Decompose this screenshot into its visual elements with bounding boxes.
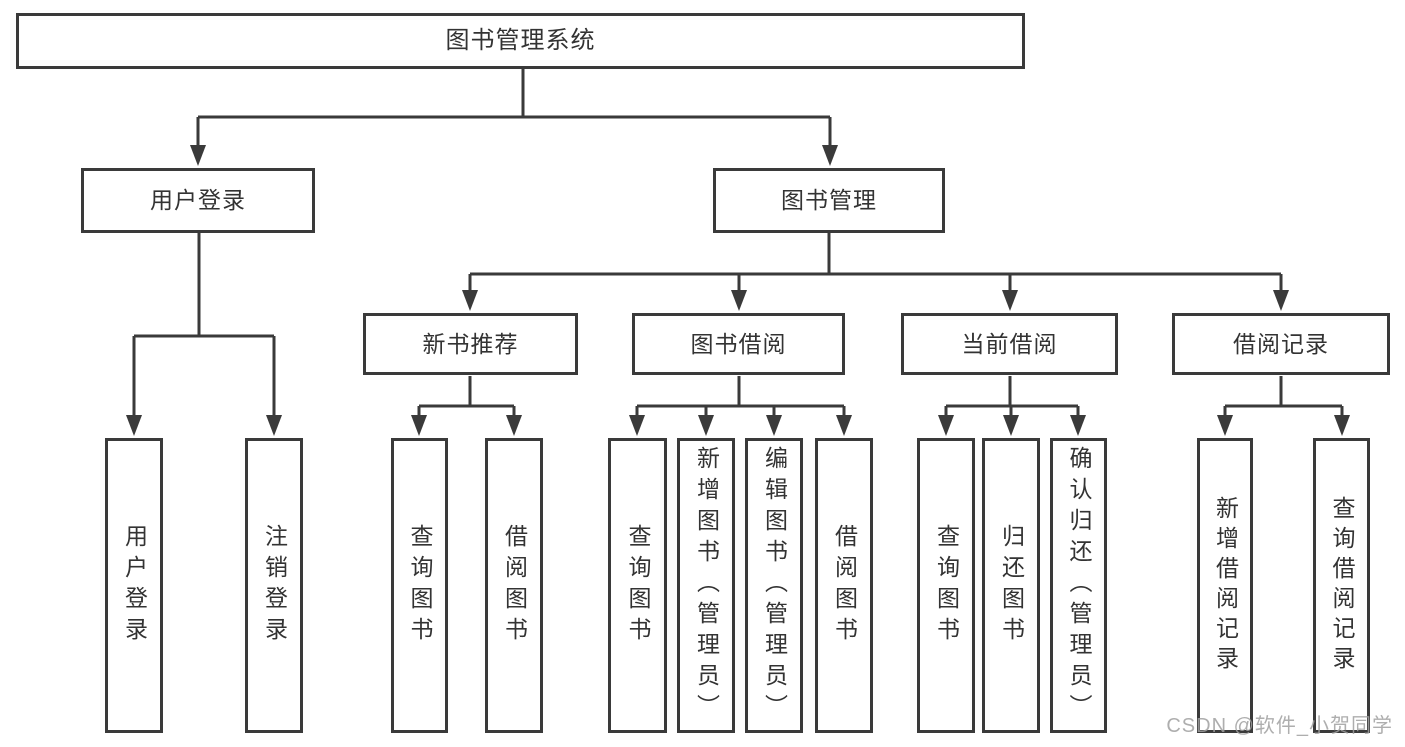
leaf-return-books: 归还图书 bbox=[982, 438, 1040, 733]
node-library-management-system: 图书管理系统 bbox=[16, 13, 1025, 69]
leaf-confirm-return-admin-label: 确认归还（管理员） bbox=[1066, 446, 1092, 725]
leaf-return-books-label: 归还图书 bbox=[998, 523, 1025, 648]
leaf-add-borrow-record: 新增借阅记录 bbox=[1197, 438, 1253, 733]
leaf-add-borrow-record-label: 新增借阅记录 bbox=[1212, 495, 1239, 676]
node-borrowing-records: 借阅记录 bbox=[1172, 313, 1390, 375]
leaf-edit-books-admin: 编辑图书（管理员） bbox=[745, 438, 803, 733]
node-current-borrowing: 当前借阅 bbox=[901, 313, 1118, 375]
leaf-borrow-books-label: 借阅图书 bbox=[831, 523, 858, 648]
node-book-management: 图书管理 bbox=[713, 168, 945, 233]
leaf-query-books-recommend-label: 查询图书 bbox=[407, 523, 433, 648]
leaf-logout: 注销登录 bbox=[245, 438, 303, 733]
node-new-book-recommend: 新书推荐 bbox=[363, 313, 578, 375]
leaf-user-login-label: 用户登录 bbox=[121, 523, 148, 648]
arrowheads bbox=[126, 145, 1350, 436]
node-book-borrowing: 图书借阅 bbox=[632, 313, 845, 375]
leaf-add-books-admin: 新增图书（管理员） bbox=[677, 438, 735, 733]
node-user-login: 用户登录 bbox=[81, 168, 315, 233]
leaf-query-books-current: 查询图书 bbox=[917, 438, 975, 733]
leaf-borrow-books-recommend: 借阅图书 bbox=[485, 438, 543, 733]
leaf-query-books-borrowing: 查询图书 bbox=[608, 438, 667, 733]
leaf-edit-books-admin-label: 编辑图书（管理员） bbox=[761, 446, 788, 725]
leaf-query-books-recommend: 查询图书 bbox=[391, 438, 448, 733]
leaf-borrow-books-recommend-label: 借阅图书 bbox=[501, 523, 528, 648]
csdn-watermark: CSDN @软件_小贺同学 bbox=[1166, 715, 1393, 737]
leaf-add-books-admin-label: 新增图书（管理员） bbox=[693, 446, 720, 725]
leaf-query-books-current-label: 查询图书 bbox=[933, 523, 960, 648]
leaf-user-login: 用户登录 bbox=[105, 438, 163, 733]
leaf-query-borrow-record: 查询借阅记录 bbox=[1313, 438, 1370, 733]
leaf-confirm-return-admin: 确认归还（管理员） bbox=[1050, 438, 1107, 733]
leaf-logout-label: 注销登录 bbox=[261, 523, 288, 648]
leaf-borrow-books: 借阅图书 bbox=[815, 438, 873, 733]
leaf-query-borrow-record-label: 查询借阅记录 bbox=[1329, 495, 1355, 676]
leaf-query-books-borrowing-label: 查询图书 bbox=[625, 523, 651, 648]
